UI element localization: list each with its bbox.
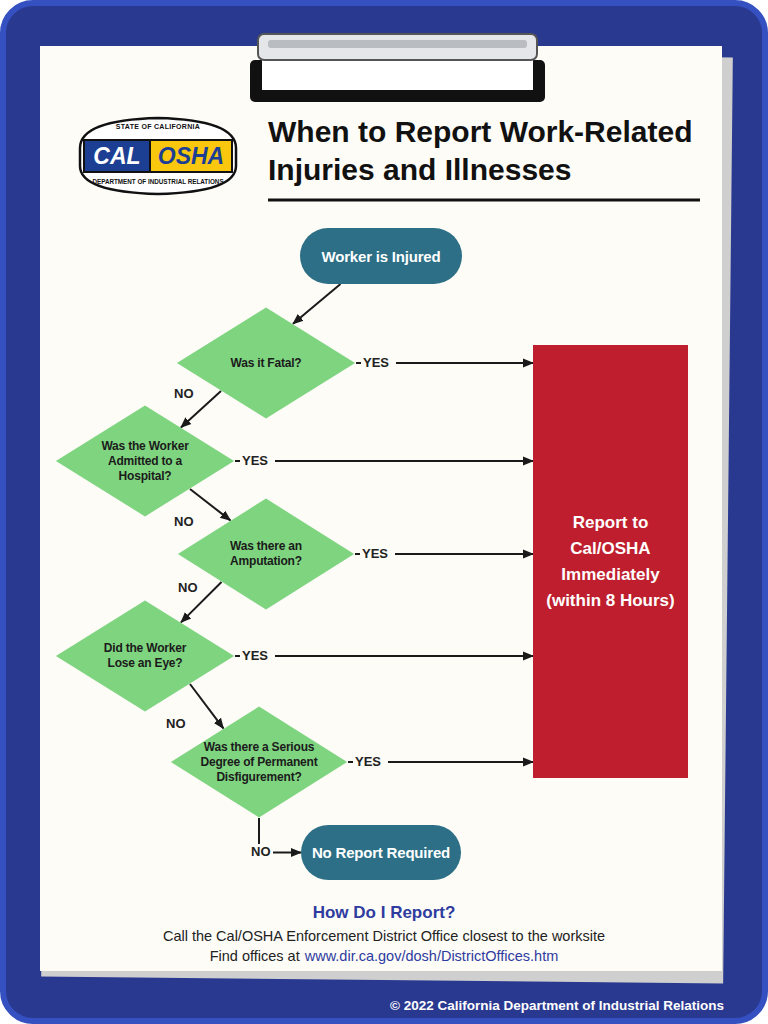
branch-label: YES xyxy=(240,648,275,663)
title: When to Report Work-Related Injuries and… xyxy=(268,113,708,189)
node-text-column: Worker is Injured xyxy=(322,248,441,265)
logo-yellow-panel xyxy=(150,140,232,172)
branch-label: NO xyxy=(164,716,188,731)
decision-diamond: Did the Worker Lose an Eye? xyxy=(55,600,235,712)
branch-label: YES xyxy=(361,355,396,370)
diamond-fill xyxy=(178,499,354,610)
terminal-pill: Worker is Injured xyxy=(300,228,462,284)
action-box: Report to Cal/OSHA Immediately (within 8… xyxy=(533,345,688,778)
link-text: www.dir.ca.gov/dosh/DistrictOffices.htm xyxy=(305,947,559,965)
clip-window xyxy=(262,60,533,90)
clip-ridge xyxy=(268,40,527,48)
logo-text: DEPARTMENT OF INDUSTRIAL RELATIONS xyxy=(78,178,238,186)
node-text-column: Was it Fatal? xyxy=(231,356,302,371)
decision-diamond: Was there an Amputation? xyxy=(177,498,355,610)
branch-label: NO xyxy=(249,844,273,859)
node-text-column: Did the Worker Lose an Eye? xyxy=(90,641,200,671)
node-content: Was it Fatal? xyxy=(176,307,356,419)
flow-arrow xyxy=(235,655,533,657)
branch-label: YES xyxy=(240,453,275,468)
paper-sheet xyxy=(40,46,722,971)
title-underline xyxy=(268,199,700,202)
branch-label: YES xyxy=(353,754,388,769)
node-text: No Report Required xyxy=(312,844,450,861)
clip-body xyxy=(250,60,545,102)
terminal-pill: No Report Required xyxy=(301,825,461,880)
logo-blue-panel xyxy=(84,140,150,172)
node-text: Was it Fatal? xyxy=(231,356,302,371)
node-text-column: Was there a Serious Degree of Permanent … xyxy=(198,740,320,785)
node-text: Was there a Serious Degree of Permanent … xyxy=(198,740,320,785)
decision-diamond: Was there a Serious Degree of Permanent … xyxy=(170,706,348,818)
node-text: Did the Worker Lose an Eye? xyxy=(90,641,200,671)
clip-top xyxy=(258,34,537,60)
branch-label: NO xyxy=(172,514,196,529)
node-text-column: Was the Worker Admitted to a Hospital? xyxy=(85,439,205,484)
diamond-fill xyxy=(177,308,355,419)
node-text-column: Was there an Amputation? xyxy=(211,539,321,569)
diamond-fill xyxy=(56,601,234,712)
logo-text: OSHA xyxy=(150,141,232,172)
flow-arrow xyxy=(190,489,230,520)
node-content: Did the Worker Lose an Eye? xyxy=(55,600,235,712)
instruction-text: Call the Cal/OSHA Enforcement District O… xyxy=(0,927,768,945)
node-text: Was there an Amputation? xyxy=(211,539,321,569)
node-text-column: No Report Required xyxy=(312,844,450,861)
copyright-note: © 2022 California Department of Industri… xyxy=(300,997,724,1014)
flow-arrow xyxy=(190,684,223,728)
branch-label: NO xyxy=(172,386,196,401)
flow-arrow xyxy=(293,284,341,324)
node-content: Was the Worker Admitted to a Hospital? xyxy=(55,405,235,517)
branch-label: YES xyxy=(360,546,395,561)
diamond-fill xyxy=(171,707,347,818)
text-row: Find offices at www.dir.ca.gov/dosh/Distr… xyxy=(0,947,768,965)
decision-diamond: Was the Worker Admitted to a Hospital? xyxy=(55,405,235,517)
node-text: Report to Cal/OSHA Immediately (within 8… xyxy=(541,510,681,614)
node-content: Was there an Amputation? xyxy=(177,498,355,610)
logo-text: CAL xyxy=(84,141,150,172)
node-content: Was there a Serious Degree of Permanent … xyxy=(170,706,348,818)
instruction-text: Find offices at xyxy=(210,947,300,965)
logo-text: STATE OF CALIFORNIA xyxy=(78,122,238,131)
node-text-column: Report to Cal/OSHA Immediately (within 8… xyxy=(541,510,681,614)
decision-diamond: Was it Fatal? xyxy=(176,307,356,419)
flow-arrow xyxy=(235,460,533,462)
clipboard-board xyxy=(3,3,765,1021)
section-heading: How Do I Report? xyxy=(0,902,768,923)
branch-label: NO xyxy=(176,580,200,595)
node-content: No Report Required xyxy=(301,825,461,880)
node-text: Worker is Injured xyxy=(322,248,441,265)
diamond-fill xyxy=(56,406,234,517)
node-text: Was the Worker Admitted to a Hospital? xyxy=(85,439,205,484)
node-content: Worker is Injured xyxy=(300,228,462,284)
node-content: Report to Cal/OSHA Immediately (within 8… xyxy=(533,345,688,778)
